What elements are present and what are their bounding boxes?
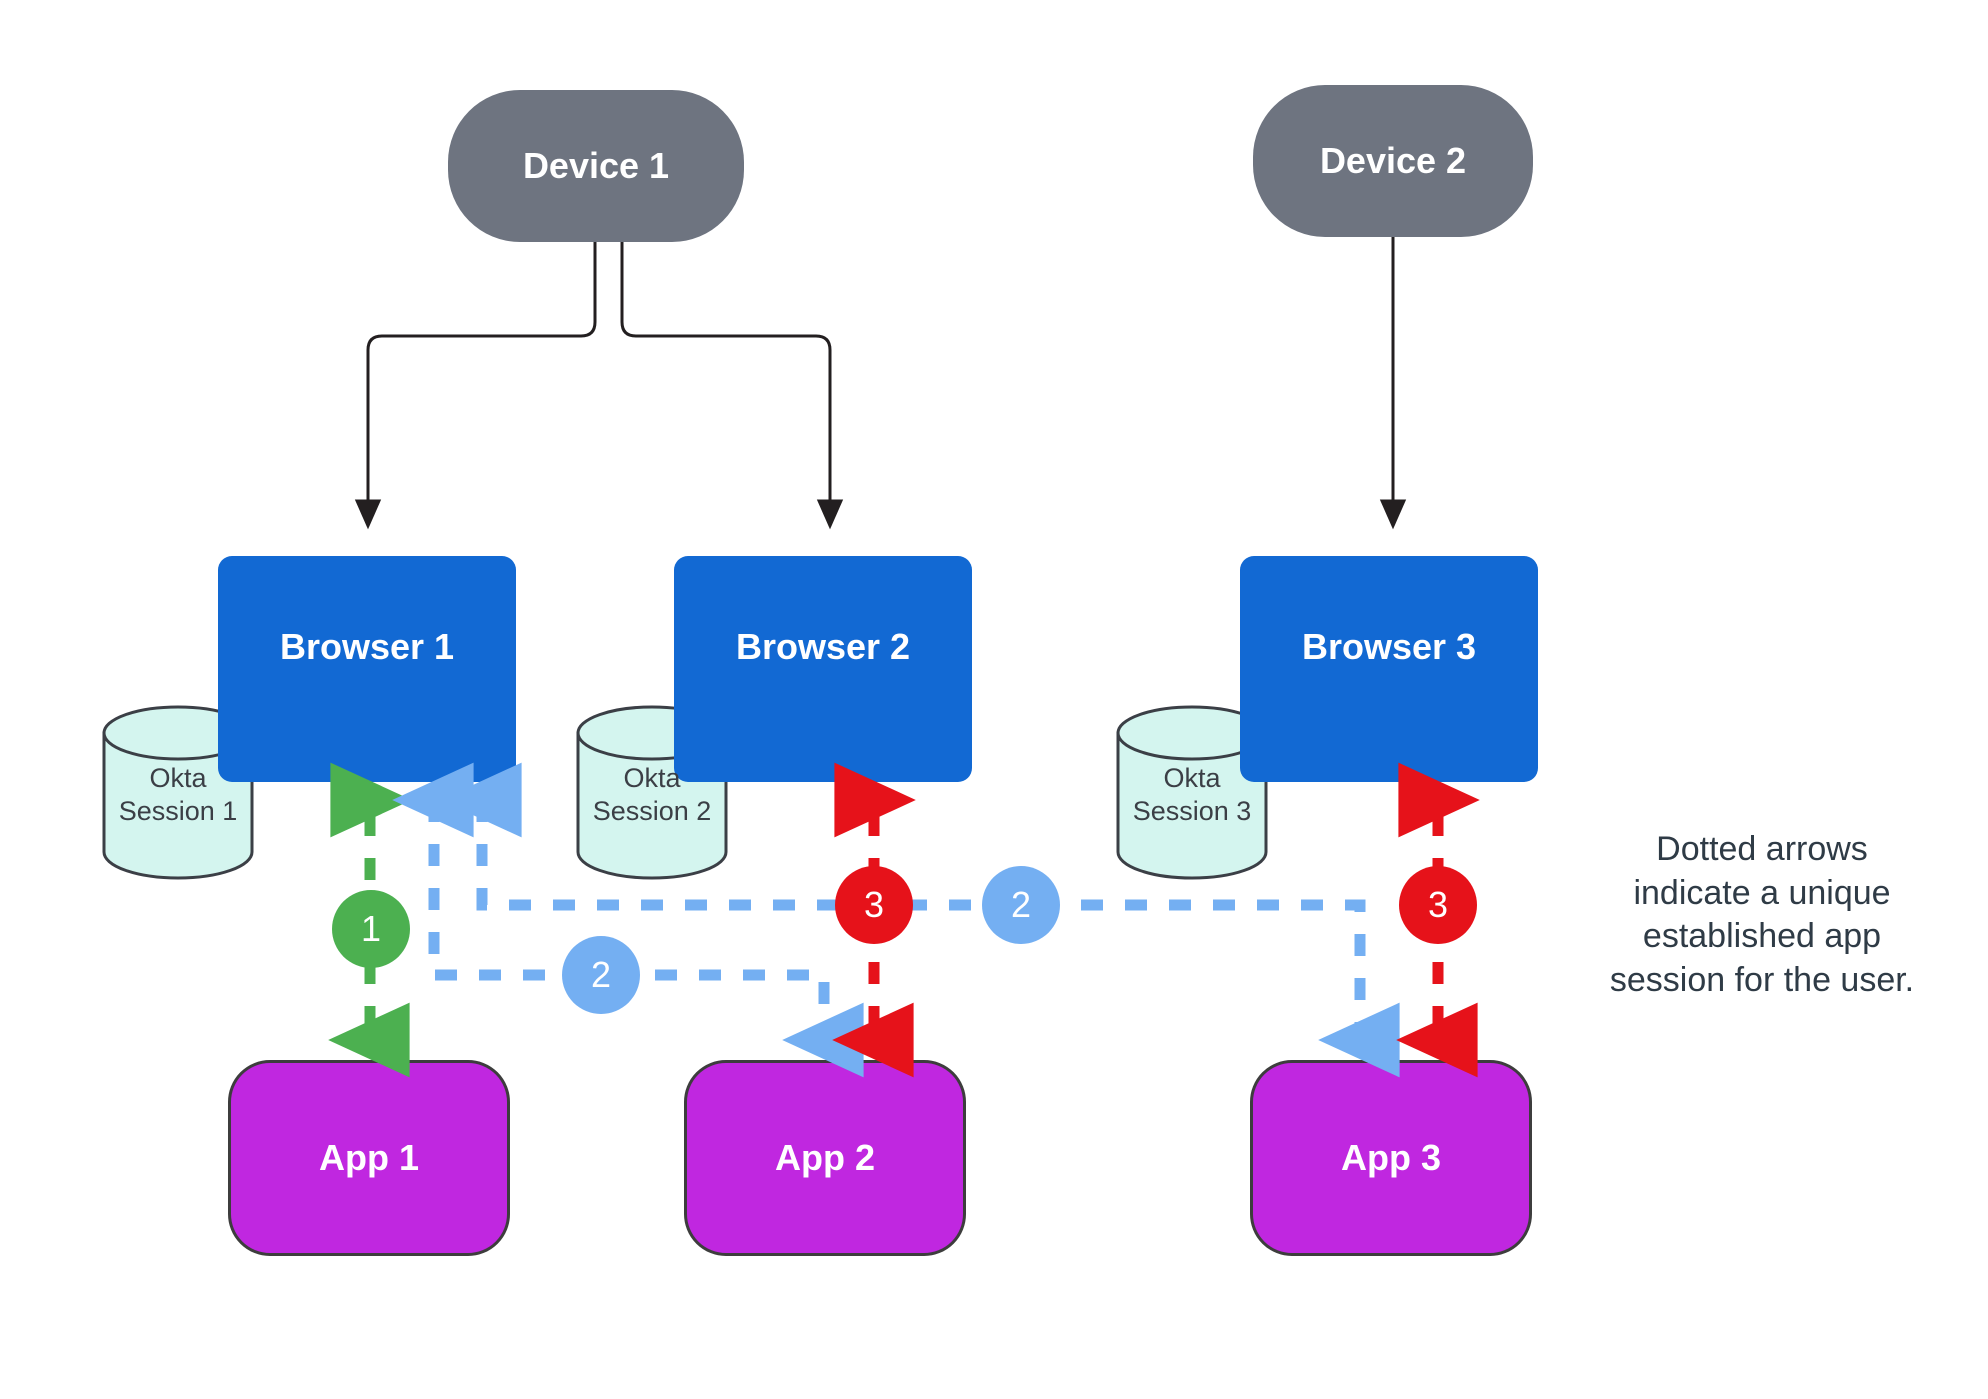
badge-red-3-left: 3 bbox=[835, 866, 913, 944]
device-1-node[interactable]: Device 1 bbox=[448, 90, 744, 242]
connector-device1-browser1 bbox=[354, 242, 597, 530]
browser-3-label: Browser 3 bbox=[1301, 626, 1477, 667]
app-3-label: App 3 bbox=[1340, 1137, 1441, 1178]
badge-blue-2-lower-label: 2 bbox=[590, 954, 612, 995]
badge-blue-2-upper-label: 2 bbox=[1010, 884, 1032, 925]
app-1-node[interactable]: App 1 bbox=[228, 1060, 510, 1256]
app-2-label: App 2 bbox=[774, 1137, 875, 1178]
badge-red-3-right: 3 bbox=[1399, 866, 1477, 944]
flow-browser1-to-app2-blue bbox=[392, 762, 864, 1078]
badge-red-3-right-label: 3 bbox=[1427, 884, 1449, 925]
badge-blue-2-upper: 2 bbox=[982, 866, 1060, 944]
device-2-node[interactable]: Device 2 bbox=[1253, 85, 1533, 237]
app-2-node[interactable]: App 2 bbox=[684, 1060, 966, 1256]
okta-session-1-label: Okta Session 1 bbox=[104, 740, 252, 850]
app-1-label: App 1 bbox=[318, 1137, 419, 1178]
badge-blue-2-lower: 2 bbox=[562, 936, 640, 1014]
connector-device1-browser2 bbox=[620, 242, 844, 530]
browser-2-label: Browser 2 bbox=[735, 626, 911, 667]
badge-red-3-left-label: 3 bbox=[863, 884, 885, 925]
okta-session-1-line2: Session 1 bbox=[118, 796, 238, 826]
app-3-node[interactable]: App 3 bbox=[1250, 1060, 1532, 1256]
browser-3-node[interactable]: Browser 3 bbox=[1240, 556, 1538, 782]
browser-2-node[interactable]: Browser 2 bbox=[674, 556, 972, 782]
browser-1-node[interactable]: Browser 1 bbox=[218, 556, 516, 782]
okta-session-1-shape bbox=[102, 705, 254, 880]
device-2-label: Device 2 bbox=[1319, 140, 1467, 181]
device-1-label: Device 1 bbox=[522, 145, 670, 186]
badge-green-1-label: 1 bbox=[360, 908, 382, 949]
legend-caption: Dotted arrows indicate a unique establis… bbox=[1609, 830, 1915, 999]
badge-green-1: 1 bbox=[332, 890, 410, 968]
browser-1-label: Browser 1 bbox=[279, 626, 455, 667]
okta-session-1-line1: Okta bbox=[149, 763, 207, 794]
